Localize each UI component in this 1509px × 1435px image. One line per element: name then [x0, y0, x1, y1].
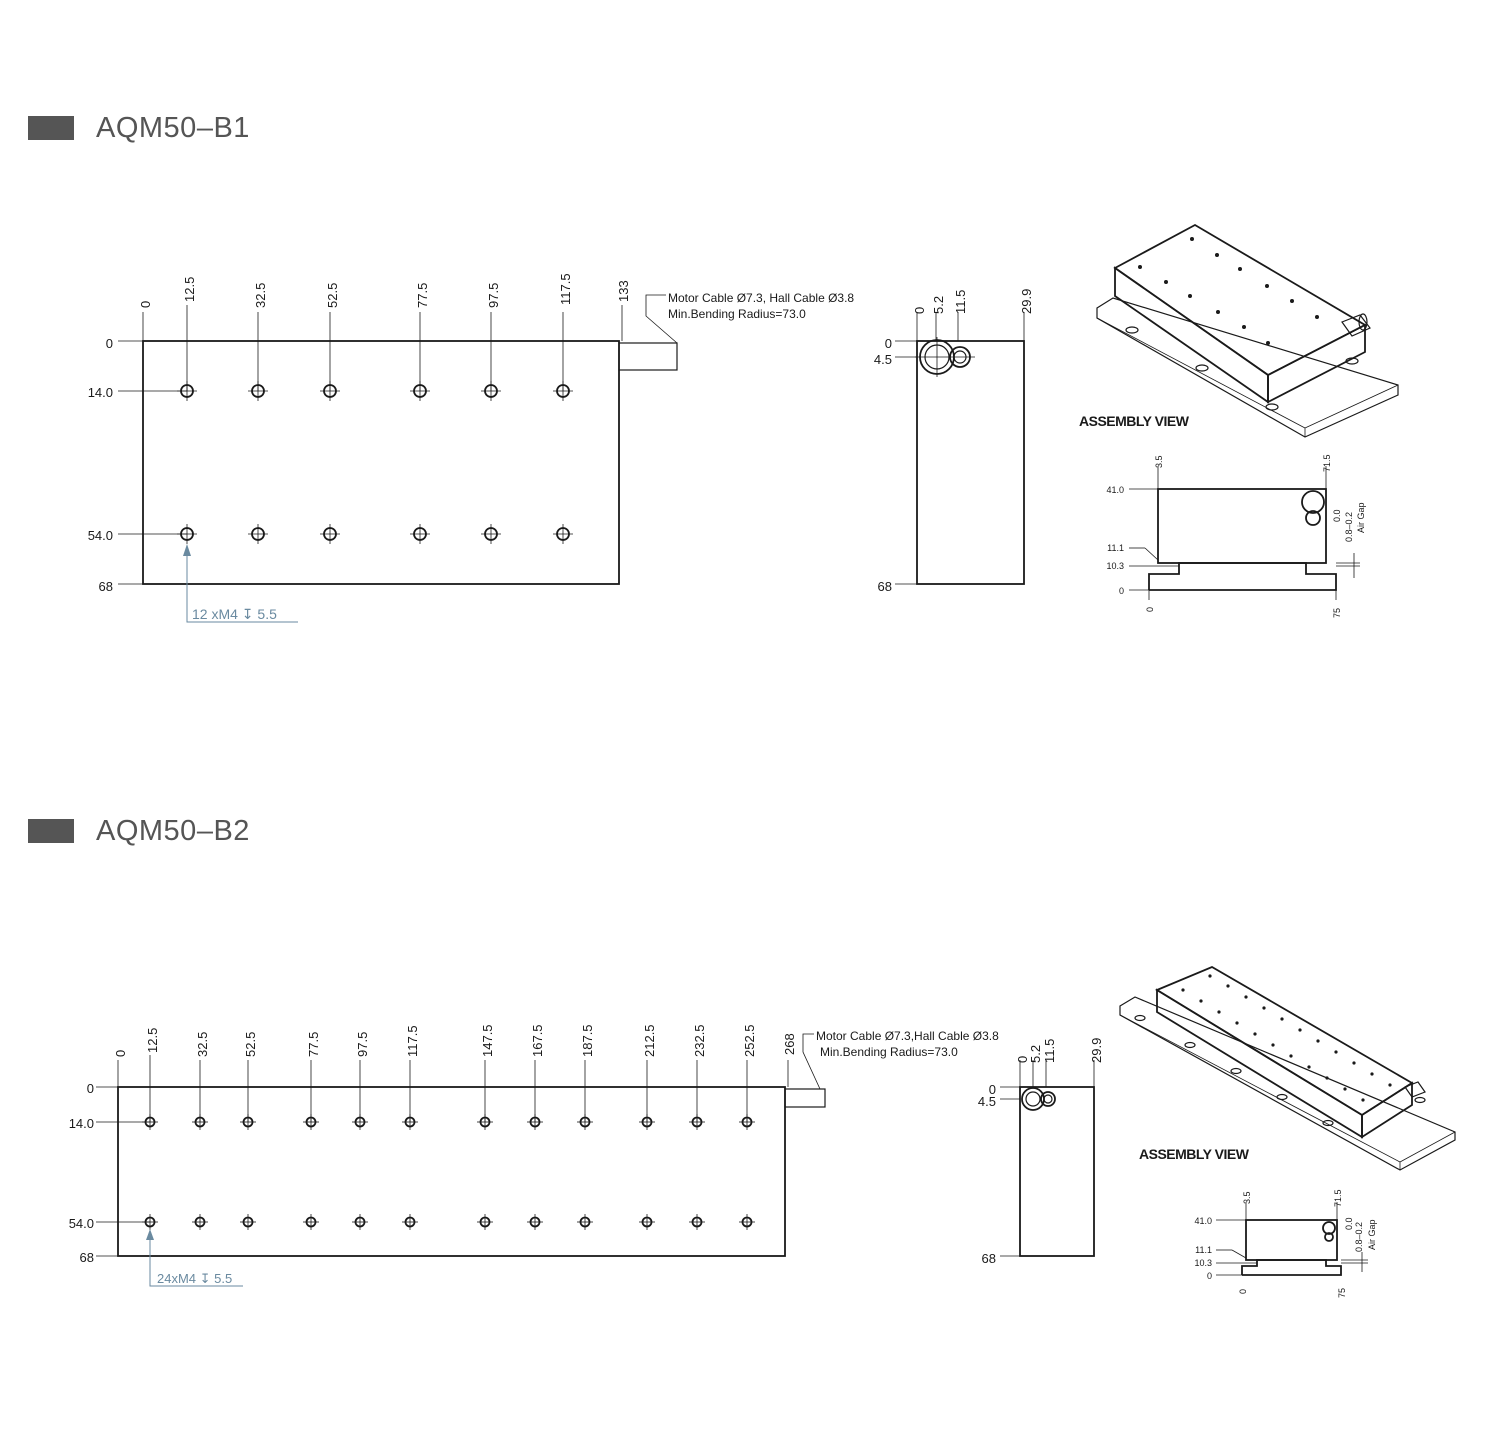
- dim-label: 54.0: [69, 1216, 94, 1231]
- section-header-b1: AQM50–B1: [28, 108, 250, 148]
- cable-note: Min.Bending Radius=73.0: [668, 307, 806, 321]
- dim-label: 4.5: [874, 352, 892, 367]
- side-view-b2: 3.5 71.5 41.0 11.1 10.3 0 0 75 0.0 0.8–0…: [1194, 1189, 1377, 1298]
- mounting-holes: [142, 1114, 755, 1230]
- end-view-b2: 0 5.2 11.5 29.9 0 4.5 68: [978, 1038, 1104, 1266]
- dim-label: 11.1: [1107, 543, 1124, 553]
- section-marker: [28, 116, 74, 140]
- top-view-b1: 0 12.5 32.5 52.5 77.5 97.5 117.5 133 0 1…: [88, 273, 854, 623]
- dim-label: 212.5: [642, 1024, 657, 1057]
- dim-label: 77.5: [415, 283, 430, 308]
- dim-label: 68: [878, 579, 892, 594]
- dim-label: 12.5: [182, 277, 197, 302]
- assembly-label: ASSEMBLY VIEW: [1139, 1146, 1250, 1162]
- dim-label: 252.5: [742, 1024, 757, 1057]
- dim-label: 0: [1207, 1271, 1212, 1281]
- dim-label: 10.3: [1106, 561, 1124, 571]
- dim-label: Air Gap: [1367, 1219, 1377, 1250]
- dim-label: 268: [782, 1033, 797, 1055]
- dim-label: 133: [616, 280, 631, 302]
- dim-label: 52.5: [325, 283, 340, 308]
- mounting-holes: [177, 381, 573, 544]
- dim-label: 32.5: [253, 283, 268, 308]
- dim-label: 68: [99, 579, 113, 594]
- cable-stub: [618, 342, 678, 371]
- dim-label: 117.5: [405, 1025, 420, 1057]
- dim-label: 11.5: [953, 290, 968, 314]
- top-view-b2: 0 12.5 32.5 52.5 77.5 97.5 117.5 147.5 1…: [69, 1024, 999, 1287]
- dim-label: 5.2: [1028, 1045, 1043, 1063]
- cable-note: Motor Cable Ø7.3, Hall Cable Ø3.8: [668, 291, 854, 305]
- dim-label: 0: [1119, 586, 1124, 596]
- dim-label: 14.0: [69, 1116, 94, 1131]
- dim-label: 232.5: [692, 1024, 707, 1057]
- section-title-b1: AQM50–B1: [96, 111, 250, 144]
- side-view-b1: 3.5 71.5 41.0 11.1 10.3 0 0 75 0.0 0.8–0…: [1106, 454, 1366, 618]
- dim-label: 71.5: [1333, 1189, 1343, 1207]
- dim-label: 32.5: [195, 1032, 210, 1057]
- dim-label: 167.5: [530, 1024, 545, 1057]
- assembly-view-b2: ASSEMBLY VIEW: [1119, 965, 1456, 1171]
- section-title-b2: AQM50–B2: [96, 814, 250, 847]
- assembly-label: ASSEMBLY VIEW: [1079, 413, 1190, 429]
- hole-callout: 24xM4 ↧ 5.5: [157, 1271, 232, 1286]
- dim-label: 0: [1015, 1056, 1030, 1063]
- section-header-b2: AQM50–B2: [28, 811, 250, 851]
- assembly-view-b1: ASSEMBLY VIEW: [1079, 223, 1399, 438]
- dim-label: 0: [912, 307, 927, 314]
- dim-label: 97.5: [355, 1032, 370, 1057]
- dim-label: 5.2: [931, 296, 946, 314]
- dim-label: 117.5: [558, 273, 573, 305]
- dim-label: 71.5: [1322, 454, 1332, 472]
- dim-label: 68: [982, 1251, 996, 1266]
- dim-label: 29.9: [1019, 289, 1034, 314]
- dim-label: 4.5: [978, 1094, 996, 1109]
- dim-label: 75: [1332, 608, 1342, 618]
- cable-note: Min.Bending Radius=73.0: [820, 1045, 958, 1059]
- end-view-b1: 0 5.2 11.5 29.9 0 4.5 68: [874, 289, 1034, 594]
- dim-label: 14.0: [88, 385, 113, 400]
- dim-label: 41.0: [1194, 1216, 1212, 1226]
- dim-label: 11.1: [1195, 1245, 1212, 1255]
- dim-label: 68: [80, 1250, 94, 1265]
- dim-label: 77.5: [306, 1032, 321, 1057]
- dim-label: 0: [87, 1081, 94, 1096]
- section-marker: [28, 819, 74, 843]
- dim-label: 0.8–0.2: [1344, 512, 1354, 542]
- dim-label: 0.8–0.2: [1354, 1222, 1364, 1252]
- dim-label: 0: [106, 336, 113, 351]
- dim-label: 0: [1238, 1289, 1248, 1294]
- dim-label: 3.5: [1242, 1191, 1252, 1204]
- body-outline: [142, 340, 620, 585]
- dim-label: 75: [1337, 1288, 1347, 1298]
- dim-label: 12.5: [145, 1028, 160, 1053]
- dim-label: 10.3: [1194, 1258, 1212, 1268]
- dim-label: 97.5: [486, 283, 501, 308]
- dim-label: 0: [885, 336, 892, 351]
- dim-label: 54.0: [88, 528, 113, 543]
- dim-label: 0.0: [1344, 1217, 1354, 1230]
- dim-label: 187.5: [580, 1024, 595, 1057]
- dim-label: 41.0: [1106, 485, 1124, 495]
- dim-label: 0: [989, 1082, 996, 1097]
- dim-label: 0.0: [1332, 509, 1342, 522]
- dim-label: 0: [138, 301, 153, 308]
- dim-label: 0: [113, 1050, 128, 1057]
- dim-label: 29.9: [1089, 1038, 1104, 1063]
- dim-label: 0: [1145, 607, 1155, 612]
- dim-label: Air Gap: [1356, 502, 1366, 533]
- dim-label: 11.5: [1042, 1039, 1057, 1063]
- dim-label: 3.5: [1154, 455, 1164, 468]
- cable-note: Motor Cable Ø7.3,Hall Cable Ø3.8: [816, 1029, 999, 1043]
- dim-label: 147.5: [480, 1024, 495, 1057]
- hole-callout: 12 xM4 ↧ 5.5: [192, 606, 277, 622]
- dim-label: 52.5: [243, 1032, 258, 1057]
